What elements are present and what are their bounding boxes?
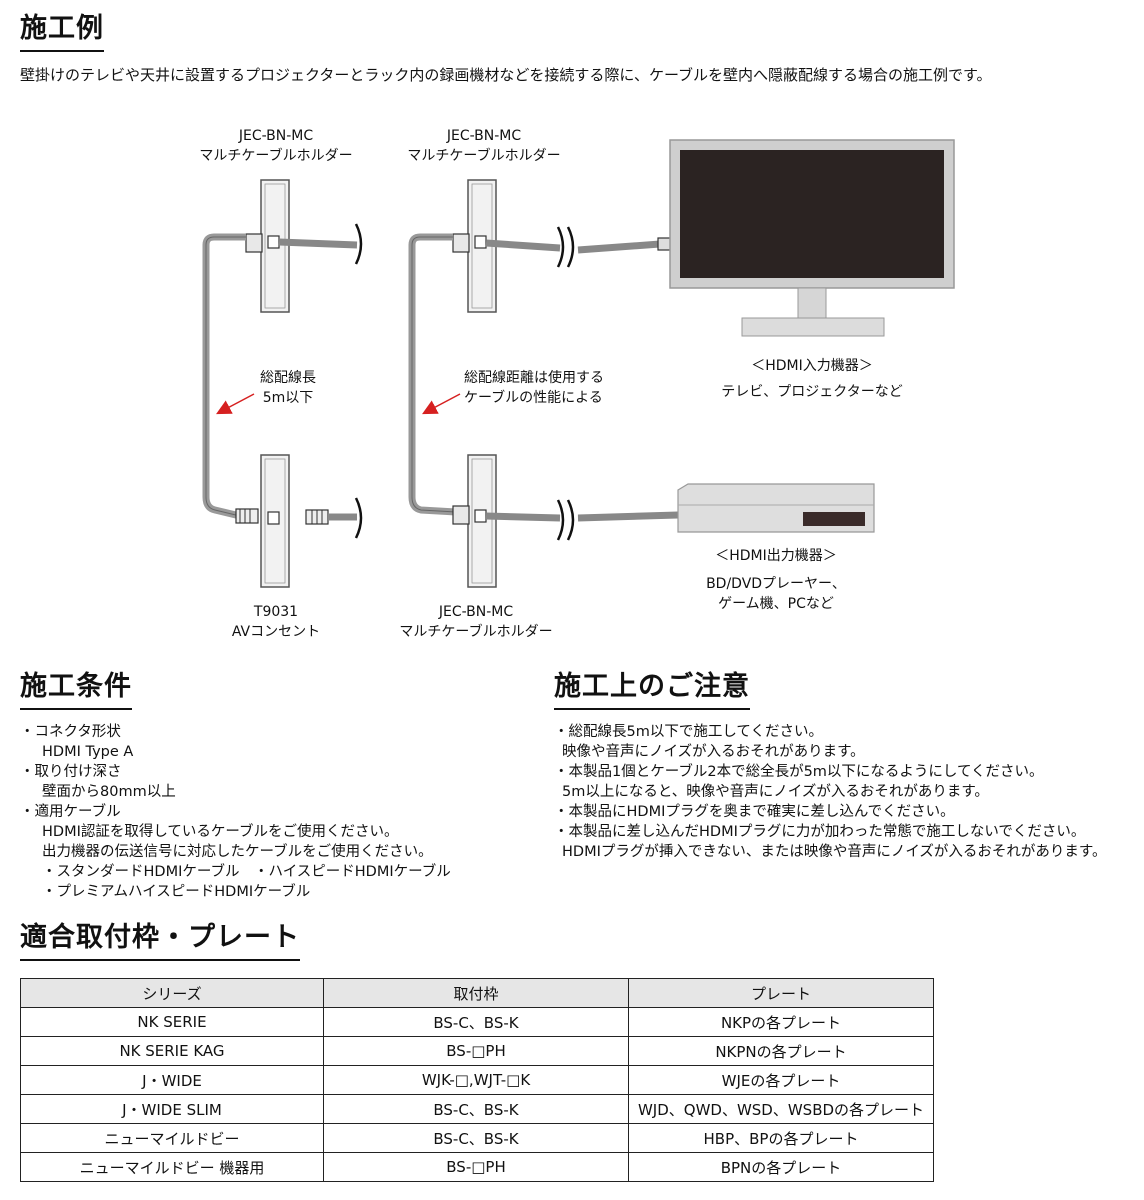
output-device-desc2: ゲーム機、PCなど — [718, 596, 834, 612]
table-row: J・WIDE WJK-□,WJT-□K WJEの各プレート — [20, 1065, 934, 1095]
holder-top-left-jack — [245, 233, 280, 253]
cable-break-icon — [354, 497, 363, 539]
table-cell: BPNの各プレート — [628, 1152, 934, 1182]
cable-left-vertical — [202, 233, 246, 520]
recorder-illustration — [677, 483, 875, 533]
wiring-diagram: JEC-BN-MC マルチケーブルホルダー 総配線長 5m以下 T9031 AV… — [199, 128, 955, 640]
frames-table: シリーズ 取付枠 プレート NK SERIE BS-C、BS-K NKPの各プレ… — [20, 978, 934, 1182]
table-row: J・WIDE SLIM BS-C、BS-K WJD、QWD、WSD、WSBDの各… — [20, 1094, 934, 1124]
table-row: NK SERIE KAG BS-□PH NKPNの各プレート — [20, 1036, 934, 1066]
holder-bottom-right-name: マルチケーブルホルダー — [399, 623, 552, 640]
table-cell: ニューマイルドビー — [20, 1123, 324, 1153]
cable-break-icon — [556, 226, 575, 268]
cable-bottom-right-out — [485, 512, 561, 522]
note-detail: 映像や音声にノイズが入るおそれがあります。 — [562, 744, 865, 760]
table-header-cell: シリーズ — [20, 978, 324, 1008]
holder-top-right-name: マルチケーブルホルダー — [407, 147, 560, 164]
input-device-desc: テレビ、プロジェクターなど — [721, 384, 902, 400]
condition-item: ・適用ケーブル — [20, 804, 121, 820]
cable-break-icon — [354, 223, 363, 265]
table-cell: J・WIDE SLIM — [20, 1094, 324, 1124]
condition-detail: 出力機器の伝送信号に対応したケーブルをご使用ください。 — [42, 844, 433, 860]
note-detail: HDMIプラグが挿入できない、または映像や音声にノイズが入るおそれがあります。 — [562, 844, 1107, 860]
condition-detail: ・スタンダードHDMIケーブル ・ハイスピードHDMIケーブル — [42, 864, 451, 880]
table-cell: ニューマイルドビー 機器用 — [20, 1152, 324, 1182]
holder-top-left-plate — [260, 179, 290, 313]
holder-top-left-name: マルチケーブルホルダー — [199, 147, 352, 164]
table-cell: WJD、QWD、WSD、WSBDの各プレート — [628, 1094, 934, 1124]
table-cell: J・WIDE — [20, 1065, 324, 1095]
condition-detail: 壁面から80mm以上 — [42, 784, 176, 800]
arrow-length-left — [216, 393, 255, 415]
length-right-line1: 総配線距離は使用する — [464, 369, 604, 386]
table-row: ニューマイルドビー 機器用 BS-□PH BPNの各プレート — [20, 1152, 934, 1182]
cable-to-tv — [577, 240, 661, 254]
table-cell: HBP、BPの各プレート — [628, 1123, 934, 1153]
arrow-length-right — [422, 393, 461, 415]
cable-to-recorder — [577, 511, 679, 522]
outlet-bottom-left-model: T9031 — [253, 604, 298, 620]
table-cell: NK SERIE KAG — [20, 1036, 324, 1066]
note-item: ・本製品にHDMIプラグを奥まで確実に差し込んでください。 — [554, 804, 955, 820]
table-cell: BS-C、BS-K — [323, 1094, 629, 1124]
tv-illustration — [669, 139, 955, 337]
section-title-example: 施工例 — [20, 12, 104, 52]
table-cell: BS-C、BS-K — [323, 1123, 629, 1153]
holder-top-left-model: JEC-BN-MC — [238, 128, 314, 144]
condition-item: ・取り付け深さ — [20, 764, 122, 780]
table-cell: NKPNの各プレート — [628, 1036, 934, 1066]
condition-detail: HDMI Type A — [42, 744, 134, 760]
input-device-title: ＜HDMI入力機器＞ — [751, 358, 873, 374]
holder-bottom-right-jack — [452, 505, 487, 525]
table-cell: BS-□PH — [323, 1036, 629, 1066]
cable-top-left-out — [278, 238, 358, 249]
table-cell: BS-C、BS-K — [323, 1007, 629, 1037]
table-cell: NKPの各プレート — [628, 1007, 934, 1037]
table-cell: BS-□PH — [323, 1152, 629, 1182]
notes-list: ・総配線長5m以下で施工してください。 映像や音声にノイズが入るおそれがあります… — [554, 722, 1106, 862]
section-title-notes: 施工上のご注意 — [554, 670, 750, 710]
cable-left-vertical-line — [205, 236, 246, 517]
table-cell: WJK-□,WJT-□K — [323, 1065, 629, 1095]
cable-right-vertical — [408, 233, 457, 516]
outlet-bottom-left-plug-right — [305, 509, 329, 525]
length-right-line2: ケーブルの性能による — [464, 389, 603, 406]
conditions-list: ・コネクタ形状 HDMI Type A ・取り付け深さ 壁面から80mm以上 ・… — [20, 722, 451, 902]
table-row: NK SERIE BS-C、BS-K NKPの各プレート — [20, 1007, 934, 1037]
holder-top-right-plate — [467, 179, 497, 313]
note-item: ・本製品1個とケーブル2本で総全長が5m以下になるようにしてください。 — [554, 764, 1044, 780]
note-item: ・本製品に差し込んだHDMIプラグに力が加わった常態で施工しないでください。 — [554, 824, 1086, 840]
holder-top-right-jack — [452, 233, 487, 253]
outlet-bottom-left-name: AVコンセント — [232, 624, 320, 640]
note-detail: 5m以上になると、映像や音声にノイズが入るおそれがあります。 — [562, 784, 989, 800]
output-device-desc1: BD/DVDプレーヤー、 — [706, 576, 846, 592]
table-cell: NK SERIE — [20, 1007, 324, 1037]
table-row: ニューマイルドビー BS-C、BS-K HBP、BPの各プレート — [20, 1123, 934, 1153]
cable-top-right-out — [485, 239, 561, 252]
condition-detail: ・プレミアムハイスピードHDMIケーブル — [42, 884, 311, 900]
note-item: ・総配線長5m以下で施工してください。 — [554, 724, 823, 740]
section-title-conditions: 施工条件 — [20, 670, 132, 710]
outlet-bottom-left-plug — [235, 508, 280, 525]
condition-item: ・コネクタ形状 — [20, 724, 121, 740]
table-header-row: シリーズ 取付枠 プレート — [20, 978, 934, 1008]
holder-bottom-right-model: JEC-BN-MC — [438, 604, 514, 620]
cable-right-vertical-line — [411, 236, 457, 513]
length-left-line2: 5m以下 — [263, 390, 314, 406]
table-cell: WJEの各プレート — [628, 1065, 934, 1095]
output-device-title: ＜HDMI出力機器＞ — [715, 548, 837, 564]
holder-top-right-model: JEC-BN-MC — [446, 128, 522, 144]
intro-text: 壁掛けのテレビや天井に設置するプロジェクターとラック内の録画機材などを接続する際… — [20, 66, 992, 84]
section-title-frames: 適合取付枠・プレート — [20, 921, 300, 961]
table-header-cell: プレート — [628, 978, 934, 1008]
condition-detail: HDMI認証を取得しているケーブルをご使用ください。 — [42, 824, 399, 840]
table-header-cell: 取付枠 — [323, 978, 629, 1008]
length-left-line1: 総配線長 — [260, 370, 316, 386]
cable-break-icon — [556, 499, 575, 541]
